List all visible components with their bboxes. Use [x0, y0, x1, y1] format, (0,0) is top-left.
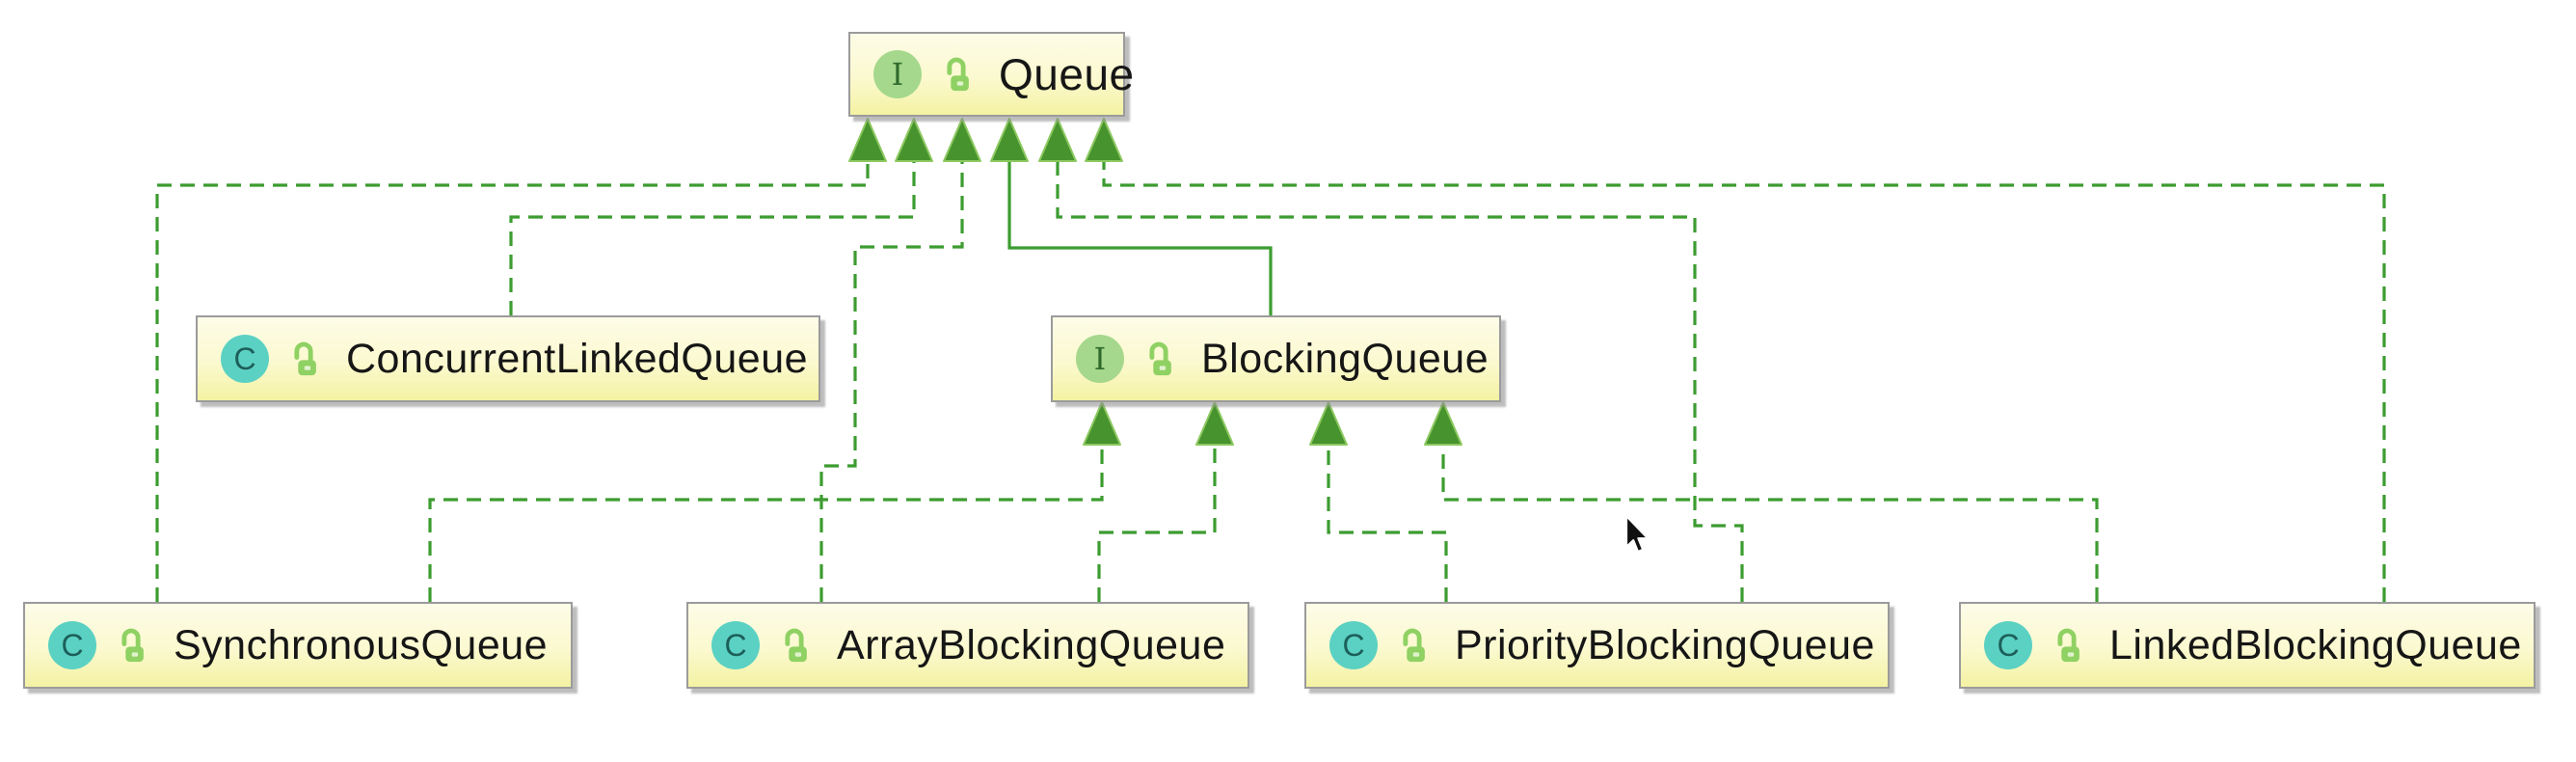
kind-badge-icon: C — [48, 621, 96, 669]
node-sq[interactable]: C SynchronousQueue — [23, 602, 573, 689]
class-name-label: BlockingQueue — [1201, 335, 1489, 382]
edge-abq-to-bq — [1097, 401, 1234, 602]
edge-bq-to-queue — [990, 118, 1273, 315]
edge-lbq-to-queue — [1085, 118, 2386, 602]
node-bq[interactable]: I BlockingQueue — [1051, 315, 1501, 402]
public-lock-icon — [2057, 628, 2080, 663]
kind-badge-icon: C — [1329, 621, 1378, 669]
kind-badge-icon: C — [1984, 621, 2032, 669]
class-name-label: PriorityBlockingQueue — [1455, 621, 1875, 668]
class-name-label: Queue — [999, 49, 1135, 99]
kind-letter: I — [1093, 340, 1107, 377]
kind-badge-icon: C — [221, 335, 269, 383]
node-pbq[interactable]: C PriorityBlockingQueue — [1304, 602, 1890, 689]
kind-letter: I — [891, 56, 904, 93]
public-lock-icon — [1149, 341, 1171, 376]
kind-badge-icon: C — [711, 621, 760, 669]
edge-abq-to-queue — [819, 118, 981, 602]
mouse-cursor-icon — [1624, 514, 1650, 554]
kind-letter: C — [1342, 628, 1365, 663]
public-lock-icon — [1403, 628, 1425, 663]
public-lock-icon — [121, 628, 144, 663]
kind-badge-icon: I — [1076, 335, 1124, 383]
kind-letter: C — [724, 628, 747, 663]
class-name-label: SynchronousQueue — [174, 621, 549, 668]
node-clq[interactable]: C ConcurrentLinkedQueue — [196, 315, 820, 402]
class-name-label: ArrayBlockingQueue — [837, 621, 1226, 668]
kind-badge-icon: I — [873, 50, 922, 98]
public-lock-icon — [947, 57, 969, 92]
public-lock-icon — [294, 341, 316, 376]
edge-pbq-to-bq — [1309, 401, 1448, 602]
edge-pbq-to-queue — [1038, 118, 1744, 602]
public-lock-icon — [785, 628, 807, 663]
node-queue[interactable]: I Queue — [848, 32, 1134, 117]
edge-sq-to-queue — [155, 118, 887, 602]
node-lbq[interactable]: C LinkedBlockingQueue — [1959, 602, 2536, 689]
kind-letter: C — [233, 341, 256, 376]
class-name-label: ConcurrentLinkedQueue — [346, 335, 809, 382]
kind-letter: C — [61, 628, 84, 663]
edge-clq-to-queue — [509, 118, 933, 315]
edge-sq-to-bq — [428, 401, 1121, 602]
edge-lbq-to-bq — [1424, 401, 2099, 602]
class-name-label: LinkedBlockingQueue — [2109, 621, 2522, 668]
kind-letter: C — [1997, 628, 2020, 663]
node-abq[interactable]: C ArrayBlockingQueue — [686, 602, 1249, 689]
